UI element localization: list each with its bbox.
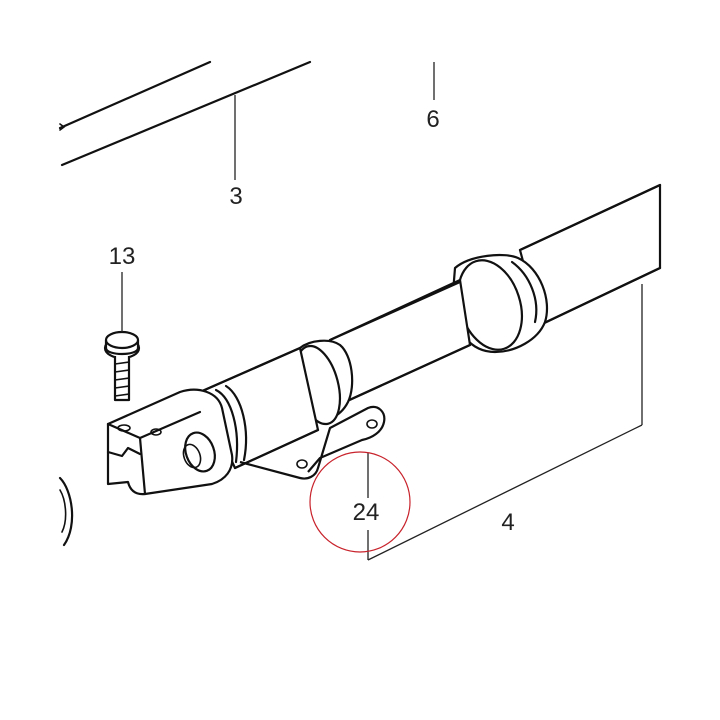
- callout-4[interactable]: 4: [501, 509, 514, 536]
- partial-wheel-arc: [58, 476, 74, 547]
- part-24-bracket: [239, 405, 386, 480]
- part-3-rod: [58, 60, 312, 167]
- part-13-bolt: [103, 330, 141, 402]
- part-4-shaft-assembly: [106, 183, 662, 496]
- callout-24[interactable]: 24: [353, 499, 380, 526]
- callout-13[interactable]: 13: [109, 243, 136, 270]
- leader-lines: [121, 62, 643, 561]
- highlight-circle: [309, 451, 411, 553]
- callout-6[interactable]: 6: [426, 106, 439, 133]
- callout-3[interactable]: 3: [229, 183, 242, 210]
